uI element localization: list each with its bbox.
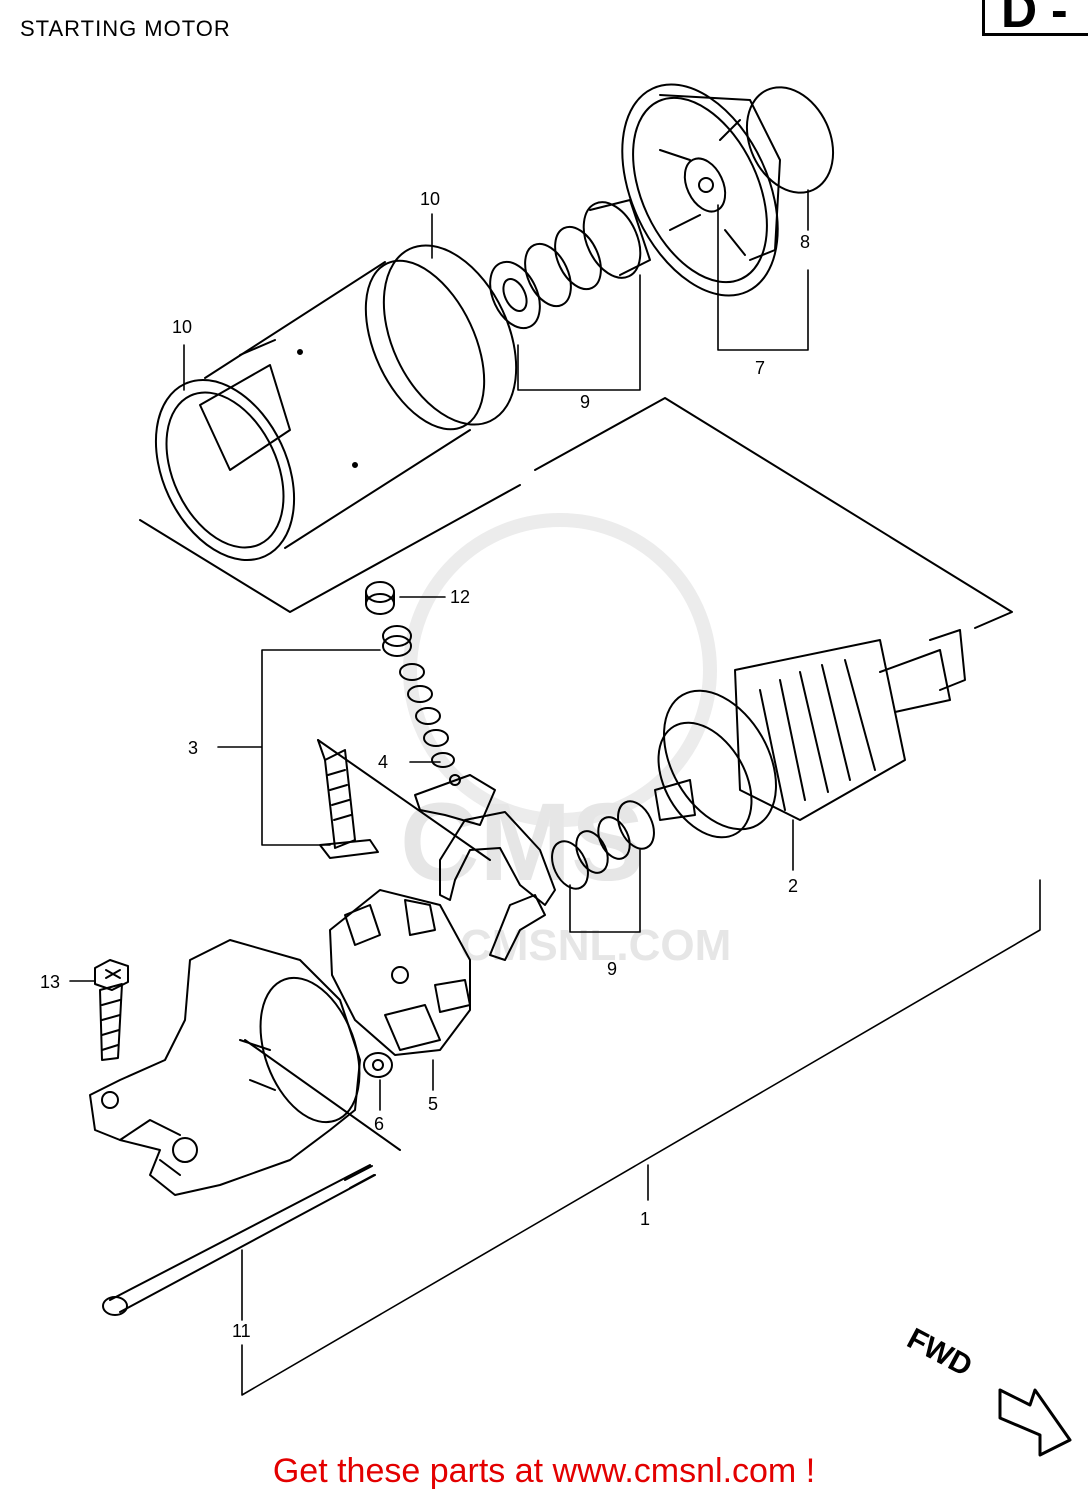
o-ring-upper	[382, 244, 518, 426]
callout-1: 1	[640, 1209, 650, 1229]
housing-plane	[159, 1039, 401, 1176]
brush-holder-arms	[439, 811, 556, 961]
nut-small	[363, 1052, 393, 1078]
brush-holder	[329, 889, 471, 1056]
brush-lead	[414, 774, 496, 826]
leader-lines[interactable]	[69, 189, 1041, 1396]
callout-7: 7	[755, 358, 765, 378]
callout-9-upper: 9	[580, 392, 590, 412]
armature	[654, 629, 966, 839]
terminal-bolt	[317, 739, 491, 861]
yoke-housing	[154, 259, 486, 561]
armature-plane	[534, 397, 1013, 629]
front-housing	[89, 939, 361, 1196]
callout-6: 6	[374, 1114, 384, 1134]
section-code: D -	[1001, 0, 1068, 38]
callout-10-lower: 10	[172, 317, 192, 337]
end-cover	[621, 83, 781, 297]
callout-5: 5	[428, 1094, 438, 1114]
terminal-nut	[365, 581, 395, 615]
callout-13: 13	[40, 972, 60, 992]
callout-12: 12	[450, 587, 470, 607]
washer-set-lower	[551, 800, 655, 890]
callout-4: 4	[378, 752, 388, 772]
callout-labels: 10 10 8 7 9 12 3 4 2 9 13 5 6 1 11	[40, 189, 810, 1341]
promo-link[interactable]: Get these parts at www.cmsnl.com !	[272, 1452, 816, 1490]
fwd-label: FWD	[902, 1322, 978, 1383]
callout-11: 11	[232, 1321, 251, 1341]
callout-8: 8	[800, 232, 810, 252]
callout-2: 2	[788, 876, 798, 896]
yoke-plane	[139, 484, 521, 613]
terminal-washers	[382, 625, 455, 768]
o-ring-cover	[745, 86, 835, 194]
section-box: D -	[982, 0, 1088, 38]
mounting-bolt	[94, 959, 129, 1061]
watermark-site: CMSNL.COM	[460, 921, 731, 970]
callout-3: 3	[188, 738, 198, 758]
through-bolt	[102, 1164, 376, 1316]
callout-10-upper: 10	[420, 189, 440, 209]
washer-set-upper	[489, 199, 651, 330]
callout-9-lower: 9	[607, 959, 617, 979]
page-title: STARTING MOTOR	[20, 16, 231, 41]
fwd-arrow-icon	[998, 1388, 1072, 1457]
